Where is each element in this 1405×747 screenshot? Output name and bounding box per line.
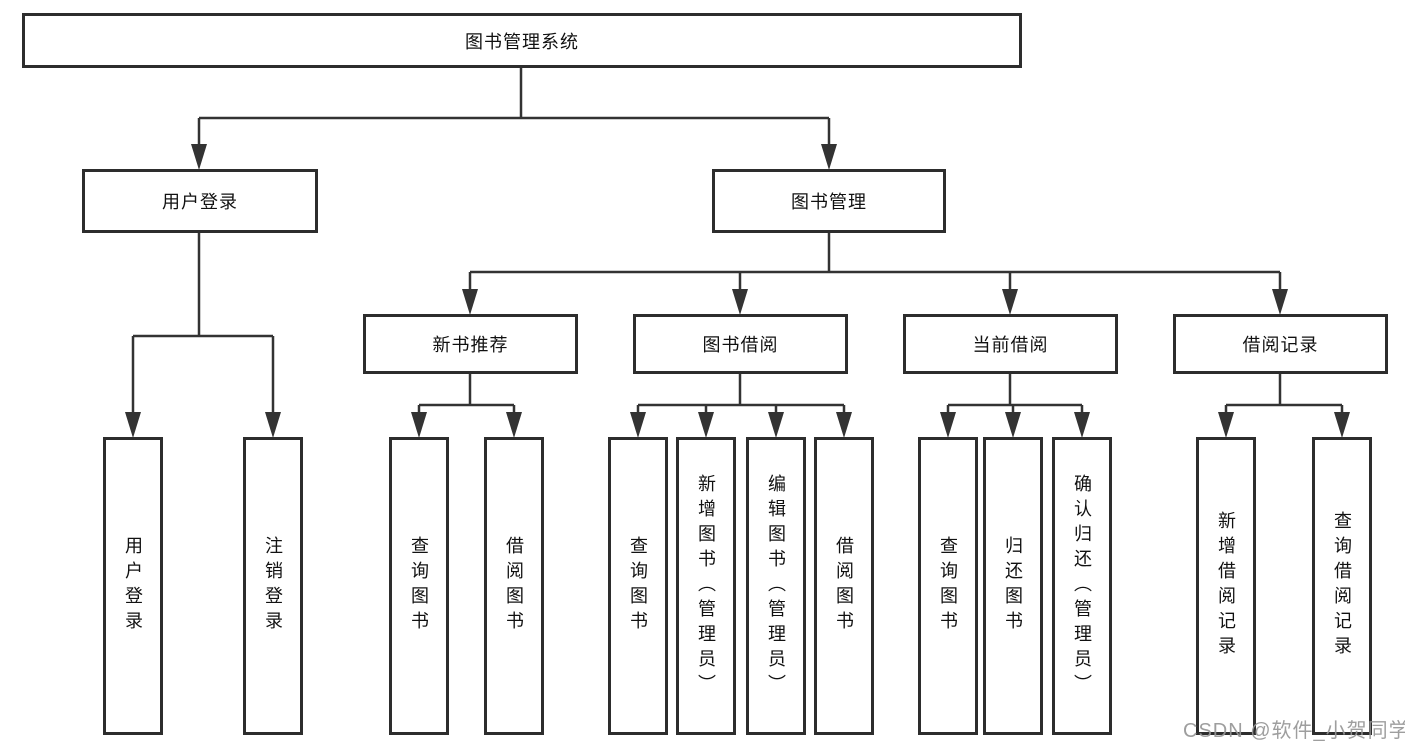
node-new-book-recommend: 新书推荐 [363, 314, 578, 374]
leaf-borrow-books-recommend: 借阅图书 [484, 437, 544, 735]
leaf-query-borrow-record: 查询借阅记录 [1312, 437, 1372, 735]
leaf-label: 查询图书 [938, 536, 958, 636]
leaf-label: 用户登录 [123, 536, 143, 636]
node-current-borrow: 当前借阅 [903, 314, 1118, 374]
leaf-user-login: 用户登录 [103, 437, 163, 735]
leaf-label: 注销登录 [263, 536, 283, 636]
leaf-logout: 注销登录 [243, 437, 303, 735]
leaf-edit-book-admin: 编辑图书（管理员） [746, 437, 806, 735]
leaf-label: 查询借阅记录 [1332, 511, 1352, 661]
leaf-query-books-borrow: 查询图书 [608, 437, 668, 735]
leaf-confirm-return-admin: 确认归还（管理员） [1052, 437, 1112, 735]
leaf-label: 借阅图书 [504, 536, 524, 636]
node-user-login: 用户登录 [82, 169, 318, 233]
leaf-label: 确认归还（管理员） [1072, 473, 1092, 699]
leaf-add-borrow-record: 新增借阅记录 [1196, 437, 1256, 735]
node-book-management: 图书管理 [712, 169, 946, 233]
leaf-label: 编辑图书（管理员） [766, 473, 786, 699]
leaf-query-books-recommend: 查询图书 [389, 437, 449, 735]
leaf-label: 借阅图书 [834, 536, 854, 636]
leaf-label: 查询图书 [628, 536, 648, 636]
csdn-watermark: CSDN @软件_小贺同学 [1183, 720, 1405, 742]
leaf-label: 新增图书（管理员） [696, 473, 716, 699]
leaf-label: 查询图书 [409, 536, 429, 636]
leaf-query-books-current: 查询图书 [918, 437, 978, 735]
node-library-system: 图书管理系统 [22, 13, 1022, 68]
leaf-label: 新增借阅记录 [1216, 511, 1236, 661]
node-borrow-records: 借阅记录 [1173, 314, 1388, 374]
node-book-borrow: 图书借阅 [633, 314, 848, 374]
leaf-borrow-books: 借阅图书 [814, 437, 874, 735]
leaf-label: 归还图书 [1003, 536, 1023, 636]
leaf-return-book: 归还图书 [983, 437, 1043, 735]
leaf-add-book-admin: 新增图书（管理员） [676, 437, 736, 735]
